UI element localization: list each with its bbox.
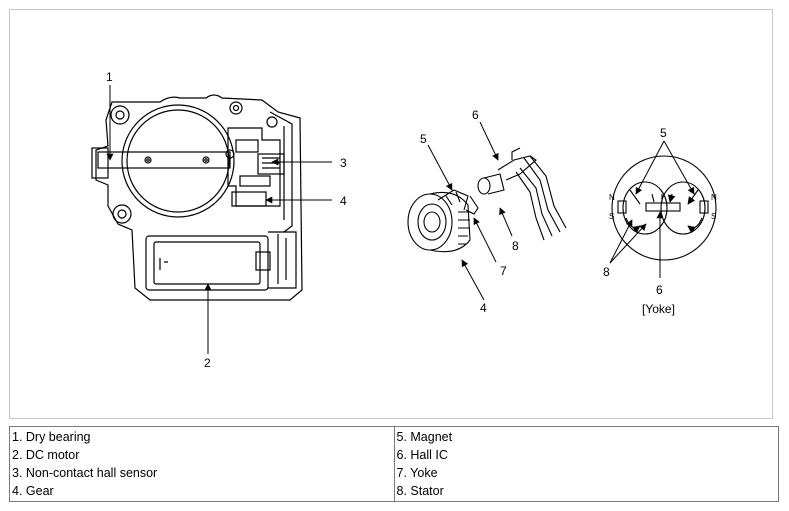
pole-label-s-left: S [609, 212, 614, 221]
legend-item-dry-bearing: 1. Dry bearing [12, 430, 91, 444]
legend-item-yoke: 7. Yoke [396, 466, 438, 480]
legend-item-hall-ic: 6. Hall IC [396, 448, 448, 462]
legend-item-stator: 8. Stator [396, 484, 444, 498]
legend-item-magnet: 5. Magnet [396, 430, 453, 444]
pole-label-n-left: N [609, 193, 615, 202]
callout-dry-bearing: 1 [106, 70, 113, 84]
throttle-body-housing [91, 94, 303, 301]
callout-stator-exploded: 8 [512, 239, 519, 253]
pole-label-s-right: S [711, 212, 716, 221]
legend-item-gear: 4. Gear [12, 484, 54, 498]
figure-frame [9, 9, 773, 419]
callout-gear: 4 [340, 194, 347, 208]
callout-yoke-exploded: 7 [500, 264, 507, 278]
callout-hall-ic-exploded: 6 [472, 108, 479, 122]
legend-item-hall-sensor: 3. Non-contact hall sensor [12, 466, 158, 480]
exploded-sensor-view [407, 147, 567, 253]
callout-hall-sensor: 3 [340, 156, 347, 170]
callout-stator-yoke: 8 [603, 265, 610, 279]
legend-col-left: 1. Dry bearing 2. DC motor 3. Non-contac… [9, 426, 395, 502]
legend-col-right: 5. Magnet 6. Hall IC 7. Yoke 8. Stator [393, 426, 779, 502]
pole-label-n-right: N [711, 193, 717, 202]
throttle-body-diagram: 1 2 3 4 5 6 8 7 [91, 70, 717, 370]
legend-row: 1. Dry bearing 2. DC motor 3. Non-contac… [9, 426, 779, 502]
callout-gear-exploded: 4 [480, 301, 487, 315]
component-legend: 1. Dry bearing 2. DC motor 3. Non-contac… [9, 426, 779, 502]
callout-magnet-yoke: 5 [660, 126, 667, 140]
callout-hall-ic-yoke: 6 [656, 283, 663, 297]
yoke-schematic [611, 155, 717, 261]
callout-dc-motor: 2 [204, 356, 211, 370]
legend-item-dc-motor: 2. DC motor [12, 448, 80, 462]
callout-magnet-exploded: 5 [420, 132, 427, 146]
yoke-caption: [Yoke] [642, 302, 675, 316]
